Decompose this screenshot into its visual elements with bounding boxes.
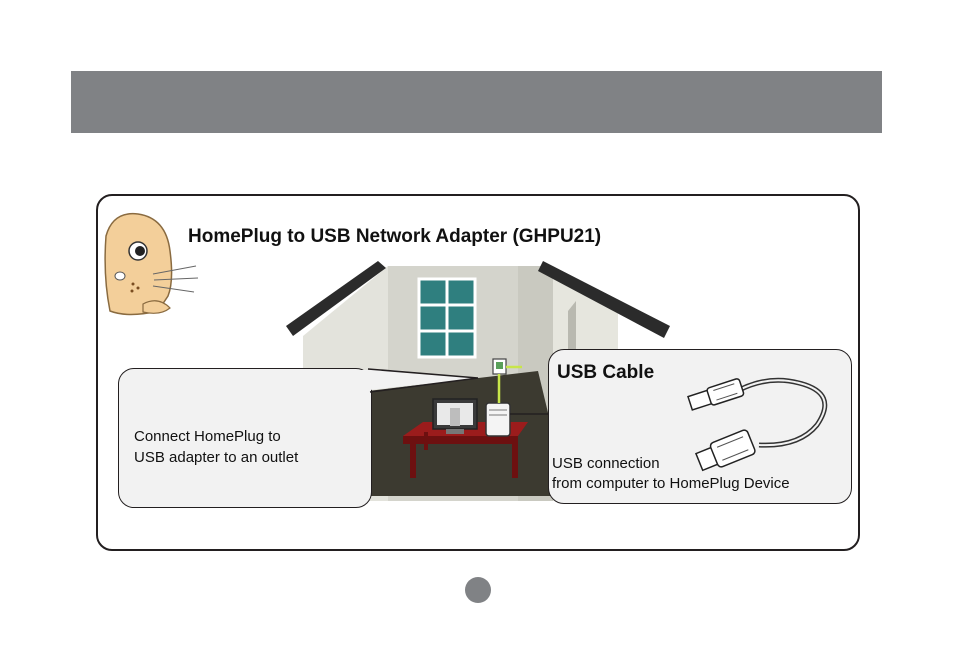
- illustration-panel: HomePlug to USB Network Adapter (GHPU21)…: [96, 194, 860, 551]
- window-icon: [417, 277, 477, 359]
- page-number-dot: [465, 577, 491, 603]
- usb-cable-callout: USB Cable USB connection from computer t…: [548, 349, 852, 504]
- outlet-callout-line-1: Connect HomePlug to: [134, 428, 281, 445]
- usb-callout-line-2: from computer to HomePlug Device: [552, 475, 790, 492]
- header-bar: [71, 71, 882, 133]
- mascot-icon: [104, 212, 199, 316]
- usb-cable-heading: USB Cable: [557, 362, 655, 383]
- usb-cable-icon: [687, 377, 828, 472]
- homeplug-adapter-icon: [492, 358, 507, 375]
- monitor-icon: [432, 398, 478, 434]
- outlet-callout: Connect HomePlug to USB adapter to an ou…: [118, 368, 372, 508]
- usb-callout-line-1: USB connection: [552, 455, 660, 472]
- panel-title: HomePlug to USB Network Adapter (GHPU21): [188, 226, 602, 247]
- computer-tower-icon: [485, 402, 511, 437]
- outlet-callout-line-2: USB adapter to an outlet: [134, 449, 299, 466]
